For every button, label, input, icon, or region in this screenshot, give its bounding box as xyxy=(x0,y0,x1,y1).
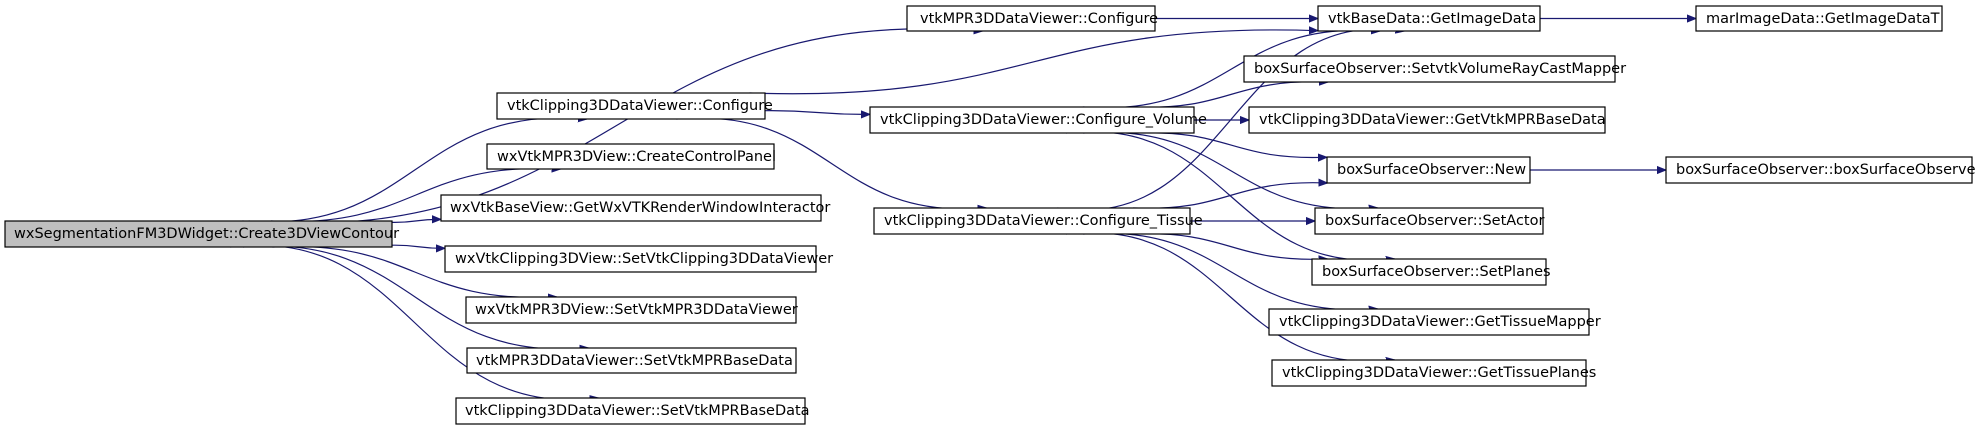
node-label: vtkClipping3DDataViewer::Configure_Tissu… xyxy=(884,213,1203,229)
node-label: vtkClipping3DDataViewer::GetTissuePlanes xyxy=(1282,365,1596,381)
node-label: vtkClipping3DDataViewer::Configure xyxy=(507,98,773,114)
edge-configure_volume-to-set_actor xyxy=(1083,131,1378,209)
node-label: vtkBaseData::GetImageData xyxy=(1328,11,1536,27)
node-label: vtkClipping3DDataViewer::GetVtkMPRBaseDa… xyxy=(1259,112,1606,128)
node-observer-ctor[interactable]: boxSurfaceObserver::boxSurfaceObserver xyxy=(1665,156,1976,184)
node-label: boxSurfaceObserver::boxSurfaceObserver xyxy=(1676,162,1976,178)
node-label: wxSegmentationFM3DWidget::Create3DViewCo… xyxy=(14,226,399,242)
node-label: wxVtkMPR3DView::CreateControlPanel xyxy=(497,149,776,165)
node-clip-configure[interactable]: vtkClipping3DDataViewer::Configure xyxy=(496,92,773,120)
node-set-planes[interactable]: boxSurfaceObserver::SetPlanes xyxy=(1311,258,1551,286)
edge-clip_configure-to-get_image_data xyxy=(749,30,1318,95)
node-configure-tissue[interactable]: vtkClipping3DDataViewer::Configure_Tissu… xyxy=(873,207,1203,235)
edge-root-to-create_control_panel xyxy=(270,168,561,223)
node-get-tissue-mapper[interactable]: vtkClipping3DDataViewer::GetTissueMapper xyxy=(1268,308,1601,336)
node-get-image-data[interactable]: vtkBaseData::GetImageData xyxy=(1317,5,1541,32)
node-label: wxVtkClipping3DView::SetVtkClipping3DDat… xyxy=(455,251,833,267)
node-mpr-set-base[interactable]: vtkMPR3DDataViewer::SetVtkMPRBaseData xyxy=(466,347,797,374)
edge-configure_tissue-to-get_image_data xyxy=(1057,29,1404,211)
node-set-clip-viewer[interactable]: wxVtkClipping3DView::SetVtkClipping3DDat… xyxy=(444,245,833,273)
node-label: boxSurfaceObserver::SetvtkVolumeRayCastM… xyxy=(1254,61,1626,77)
node-label: boxSurfaceObserver::New xyxy=(1337,162,1526,178)
edge-configure_volume-to-set_ray_cast xyxy=(1133,82,1328,108)
edge-root-to-clip_set_base xyxy=(230,244,599,400)
node-observer-new[interactable]: boxSurfaceObserver::New xyxy=(1326,156,1531,184)
node-label: vtkClipping3DDataViewer::Configure_Volum… xyxy=(880,112,1207,128)
node-label: boxSurfaceObserver::SetPlanes xyxy=(1322,264,1551,280)
node-get-image-data-t[interactable]: marImageData::GetImageDataT xyxy=(1695,5,1943,32)
node-mpr-configure[interactable]: vtkMPR3DDataViewer::Configure xyxy=(906,5,1158,32)
node-label: boxSurfaceObserver::SetActor xyxy=(1325,213,1544,229)
edge-root-to-set_clip_viewer xyxy=(391,245,445,248)
node-label: vtkMPR3DDataViewer::Configure xyxy=(920,11,1158,27)
edge-root-to-mpr_set_base xyxy=(242,245,589,349)
edge-configure_tissue-to-set_planes xyxy=(1133,233,1328,260)
node-get-rwi[interactable]: wxVtkBaseView::GetWxVTKRenderWindowInter… xyxy=(440,194,830,222)
call-nodes: wxSegmentationFM3DWidget::Create3DViewCo… xyxy=(4,5,1976,425)
edge-root-to-mpr_configure xyxy=(248,29,983,224)
edge-configure_tissue-to-get_tissue_mapper xyxy=(1083,232,1378,310)
node-create-control-panel[interactable]: wxVtkMPR3DView::CreateControlPanel xyxy=(486,143,776,170)
node-label: vtkClipping3DDataViewer::SetVtkMPRBaseDa… xyxy=(465,403,810,419)
node-label: marImageData::GetImageDataT xyxy=(1706,11,1940,27)
node-label: vtkClipping3DDataViewer::GetTissueMapper xyxy=(1279,314,1601,330)
edge-configure_volume-to-get_image_data xyxy=(1082,30,1380,109)
node-set-ray-cast[interactable]: boxSurfaceObserver::SetvtkVolumeRayCastM… xyxy=(1243,55,1626,83)
node-get-mpr-base[interactable]: vtkClipping3DDataViewer::GetVtkMPRBaseDa… xyxy=(1248,106,1606,134)
edge-root-to-get_rwi xyxy=(391,219,441,222)
node-get-tissue-planes[interactable]: vtkClipping3DDataViewer::GetTissuePlanes xyxy=(1271,359,1596,387)
node-configure-volume[interactable]: vtkClipping3DDataViewer::Configure_Volum… xyxy=(869,106,1207,134)
node-label: wxVtkMPR3DView::SetVtkMPR3DDataViewer xyxy=(475,302,798,318)
node-label: vtkMPR3DDataViewer::SetVtkMPRBaseData xyxy=(476,353,793,369)
node-root[interactable]: wxSegmentationFM3DWidget::Create3DViewCo… xyxy=(4,220,399,248)
node-set-mpr-viewer[interactable]: wxVtkMPR3DView::SetVtkMPR3DDataViewer xyxy=(465,296,798,324)
edge-root-to-clip_configure xyxy=(242,118,587,223)
node-set-actor[interactable]: boxSurfaceObserver::SetActor xyxy=(1314,207,1544,235)
edge-configure_volume-to-observer_new xyxy=(1135,132,1327,158)
edge-clip_configure-to-configure_volume xyxy=(764,110,870,115)
node-clip-set-base[interactable]: vtkClipping3DDataViewer::SetVtkMPRBaseDa… xyxy=(455,397,810,425)
edge-configure_tissue-to-get_tissue_planes xyxy=(1065,231,1395,361)
node-label: wxVtkBaseView::GetWxVTKRenderWindowInter… xyxy=(450,200,830,216)
edge-clip_configure-to-configure_tissue xyxy=(676,117,986,209)
